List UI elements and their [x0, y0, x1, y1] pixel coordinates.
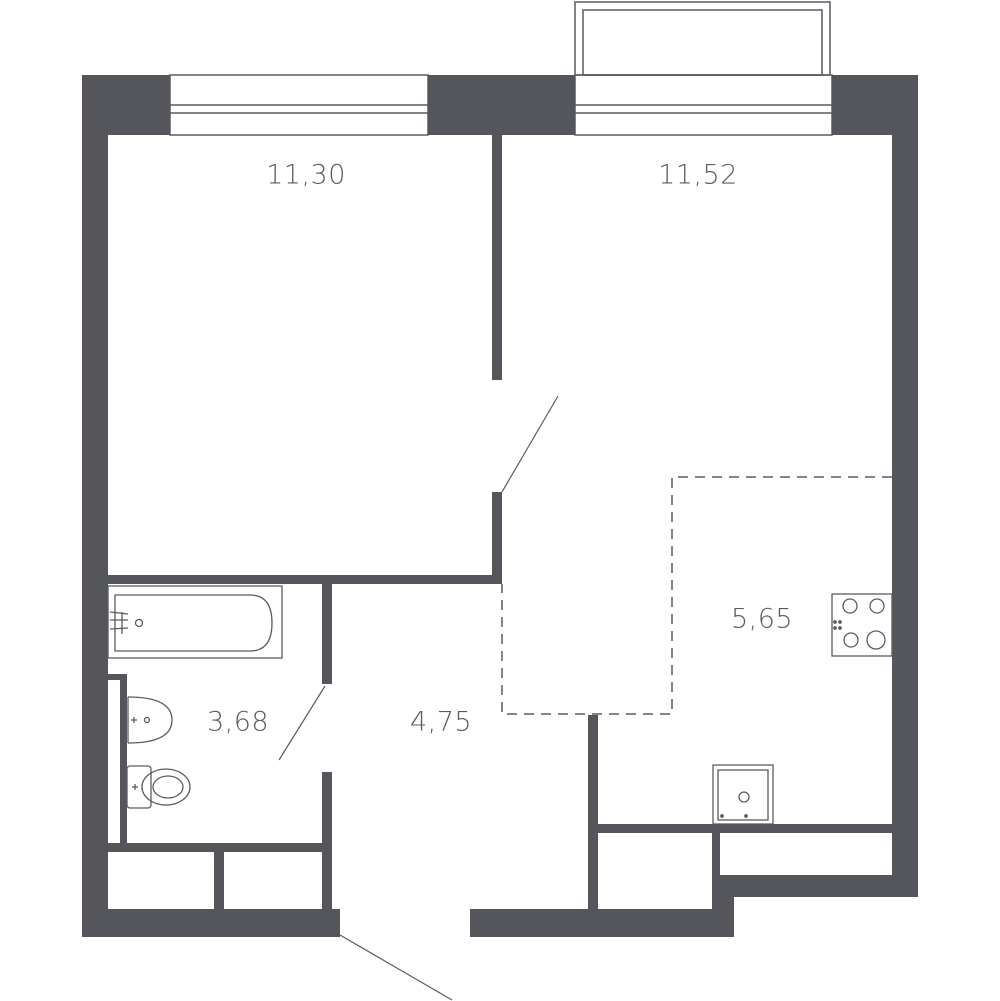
room-area-living: 11,52 [658, 159, 738, 191]
stove-icon [831, 593, 893, 657]
room-area-bathroom: 3,68 [206, 706, 270, 738]
balcony-icon [574, 1, 831, 76]
door-swing-icon [278, 685, 326, 761]
door-swing-icon [501, 395, 559, 493]
room-area-kitchen: 5,65 [730, 603, 794, 635]
kitchen-sink-icon [712, 764, 774, 825]
outer-walls [82, 75, 918, 937]
interior-walls [108, 135, 892, 909]
window-icon [169, 74, 429, 136]
kitchen-zone-outline [501, 476, 892, 715]
room-area-hallway: 4,75 [409, 706, 473, 738]
window-icon [574, 74, 833, 136]
door-swing-icon [339, 934, 453, 1001]
room-area-bedroom: 11,30 [266, 159, 346, 191]
toilet-icon [126, 765, 191, 809]
bathtub-icon [107, 585, 283, 659]
sink-icon [127, 696, 173, 744]
